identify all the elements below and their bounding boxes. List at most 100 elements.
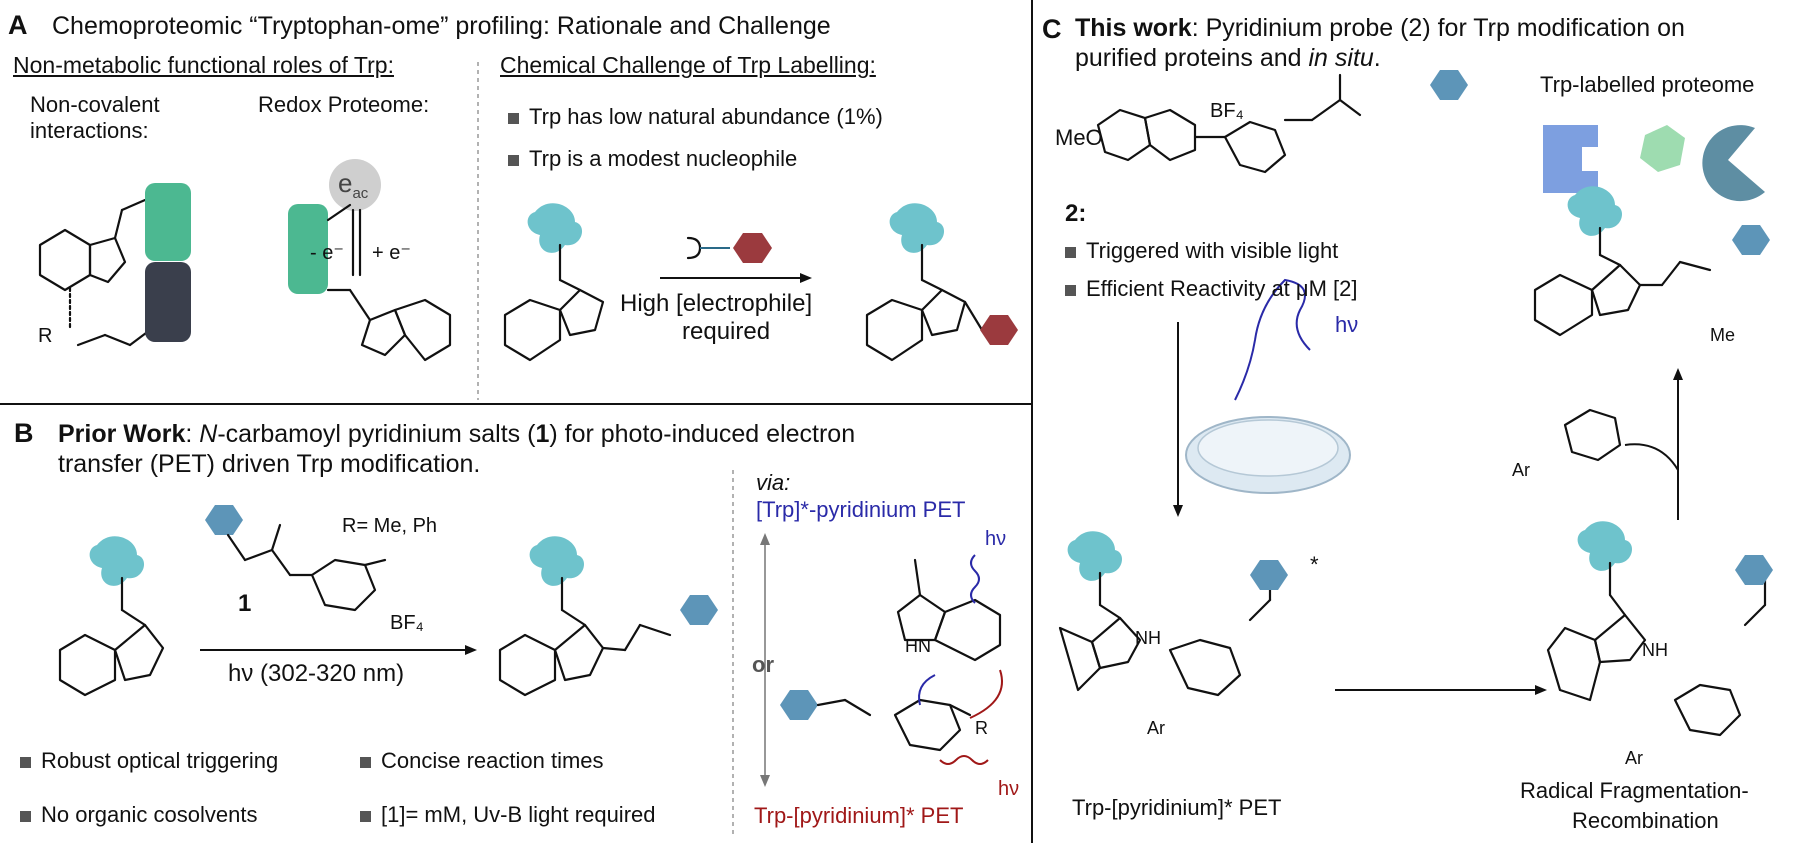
bullet-icon bbox=[508, 154, 519, 166]
c-bullet-2: Efficient Reactivity at μM [2] bbox=[1065, 276, 1357, 302]
wavy-hv-c bbox=[1234, 278, 1311, 401]
redox-label: Redox Proteome: bbox=[258, 92, 430, 117]
arrow-a-line1: High [electrophile] bbox=[620, 290, 813, 317]
indole-a1 bbox=[503, 243, 605, 362]
panel-b-title: Prior Work: N-carbamoyl pyridinium salts… bbox=[58, 420, 856, 448]
compound-2-label: 2: bbox=[1065, 200, 1087, 227]
probe-2-structure bbox=[1096, 73, 1362, 174]
plus-e: + e⁻ bbox=[372, 242, 411, 264]
conditions-b: hν (302-320 nm) bbox=[228, 660, 405, 687]
b-bullet-3: No organic cosolvents bbox=[20, 802, 257, 828]
pyridine-leaving bbox=[1563, 408, 1622, 462]
hv-blue-b: hν bbox=[985, 528, 1007, 550]
compound-1-label: 1 bbox=[238, 590, 252, 617]
a-bullet-1: Trp has low natural abundance (1%) bbox=[508, 104, 883, 130]
teal-protein-a1 bbox=[527, 203, 583, 253]
teal-protein-b1 bbox=[89, 536, 145, 586]
noncovalent-line2: interactions: bbox=[30, 118, 149, 143]
via-label: via: bbox=[756, 470, 791, 495]
indole-b2 bbox=[498, 576, 672, 697]
panel-a-right-heading: Chemical Challenge of Trp Labelling: bbox=[500, 52, 876, 78]
bf4-c: BF₄ bbox=[1210, 100, 1244, 122]
reagent-1 bbox=[226, 523, 387, 612]
or-label: or bbox=[752, 652, 774, 677]
teal-protein-a2 bbox=[889, 203, 945, 253]
panel-c-title: This work: Pyridinium probe (2) for Trp … bbox=[1075, 14, 1685, 42]
hex-blue-c3 bbox=[1735, 555, 1773, 585]
indole-a2 bbox=[865, 243, 984, 362]
r-eq: R= Me, Ph bbox=[342, 515, 438, 537]
a-bullet-2: Trp is a modest nucleophile bbox=[508, 146, 797, 172]
bullet-icon bbox=[1065, 284, 1076, 296]
protein-icon-pacman bbox=[1702, 125, 1765, 202]
redox-indole bbox=[326, 203, 452, 362]
panel-a-label: A bbox=[8, 10, 28, 40]
pyridinium-via bbox=[816, 698, 972, 752]
dark-protein-block bbox=[145, 262, 191, 342]
hn-via: HN bbox=[905, 636, 931, 656]
path1-label: [Trp]*-pyridinium PET bbox=[756, 497, 966, 522]
nh-c-radical: NH bbox=[1642, 640, 1668, 660]
indole-c-pet bbox=[1058, 571, 1272, 697]
redox-green-block bbox=[288, 204, 328, 294]
nh-c-pet: NH bbox=[1135, 628, 1161, 648]
hex-blue-via bbox=[780, 690, 818, 720]
indole-c-radical bbox=[1546, 561, 1767, 737]
red-arrow bbox=[969, 669, 1003, 719]
arrow-a-line2: required bbox=[682, 318, 771, 345]
hex-blue-c-probe bbox=[1430, 70, 1468, 100]
hv-red-b: hν bbox=[998, 778, 1020, 800]
noncovalent-line1: Non-covalent bbox=[30, 92, 160, 117]
panel-a-left-heading: Non-metabolic functional roles of Trp: bbox=[13, 52, 394, 78]
r-via: R bbox=[975, 718, 988, 738]
teal-protein-c3 bbox=[1577, 521, 1633, 571]
bullet-icon bbox=[20, 756, 31, 768]
eac-circle bbox=[329, 159, 381, 211]
meo-label: MeO bbox=[1055, 125, 1103, 150]
c-bullet-1: Triggered with visible light bbox=[1065, 238, 1338, 264]
panel-b-title-line2: transfer (PET) driven Trp modification. bbox=[58, 450, 481, 478]
hex-blue-c2 bbox=[1250, 560, 1288, 590]
radical-line2: Recombination bbox=[1572, 808, 1719, 833]
ar-c-pet: Ar bbox=[1147, 718, 1165, 738]
panel-c-label: C bbox=[1042, 14, 1062, 44]
eac-label: eac bbox=[338, 168, 369, 203]
ar-c-radical: Ar bbox=[1625, 748, 1643, 768]
protein-icon-blue bbox=[1543, 125, 1598, 193]
star-c: * bbox=[1310, 552, 1319, 577]
indole-via bbox=[896, 558, 1002, 662]
pyridine-release-arrow bbox=[1624, 443, 1679, 471]
blue-arrow bbox=[918, 674, 936, 706]
electrophile-icon bbox=[686, 233, 772, 263]
maroon-hex-product bbox=[980, 315, 1018, 345]
hex-blue-b2 bbox=[680, 595, 718, 625]
pet-label: Trp-[pyridinium]* PET bbox=[1072, 795, 1282, 820]
wavy-hv-red bbox=[939, 755, 989, 765]
path2-label: Trp-[pyridinium]* PET bbox=[754, 803, 964, 828]
bullet-icon bbox=[360, 810, 371, 822]
protein-icon-green bbox=[1640, 125, 1685, 172]
me-c-product: Me bbox=[1710, 325, 1736, 345]
wavy-hv-blue bbox=[970, 554, 980, 604]
indole-c-product bbox=[1533, 226, 1712, 337]
panel-b-label: B bbox=[14, 418, 34, 448]
hex-blue-b1 bbox=[205, 505, 243, 535]
b-bullet-4: [1]= mM, Uv-B light required bbox=[360, 802, 655, 828]
hex-blue-c1 bbox=[1732, 225, 1770, 255]
b-bullet-2: Concise reaction times bbox=[360, 748, 604, 774]
teal-protein-c1 bbox=[1567, 186, 1623, 236]
teal-protein-c2 bbox=[1067, 531, 1123, 581]
hv-c: hν bbox=[1335, 312, 1359, 337]
ar-c-pyridine: Ar bbox=[1512, 460, 1530, 480]
bullet-icon bbox=[1065, 246, 1076, 258]
bf4-b: BF₄ bbox=[390, 612, 424, 634]
bullet-icon bbox=[20, 810, 31, 822]
bullet-icon bbox=[360, 756, 371, 768]
r-label-1: R bbox=[38, 325, 53, 347]
minus-e: - e⁻ bbox=[310, 242, 344, 264]
b-bullet-1: Robust optical triggering bbox=[20, 748, 278, 774]
proteome-label: Trp-labelled proteome bbox=[1540, 72, 1755, 97]
panel-c-title-line2: purified proteins and in situ. bbox=[1075, 44, 1381, 72]
teal-protein-b2 bbox=[529, 536, 585, 586]
